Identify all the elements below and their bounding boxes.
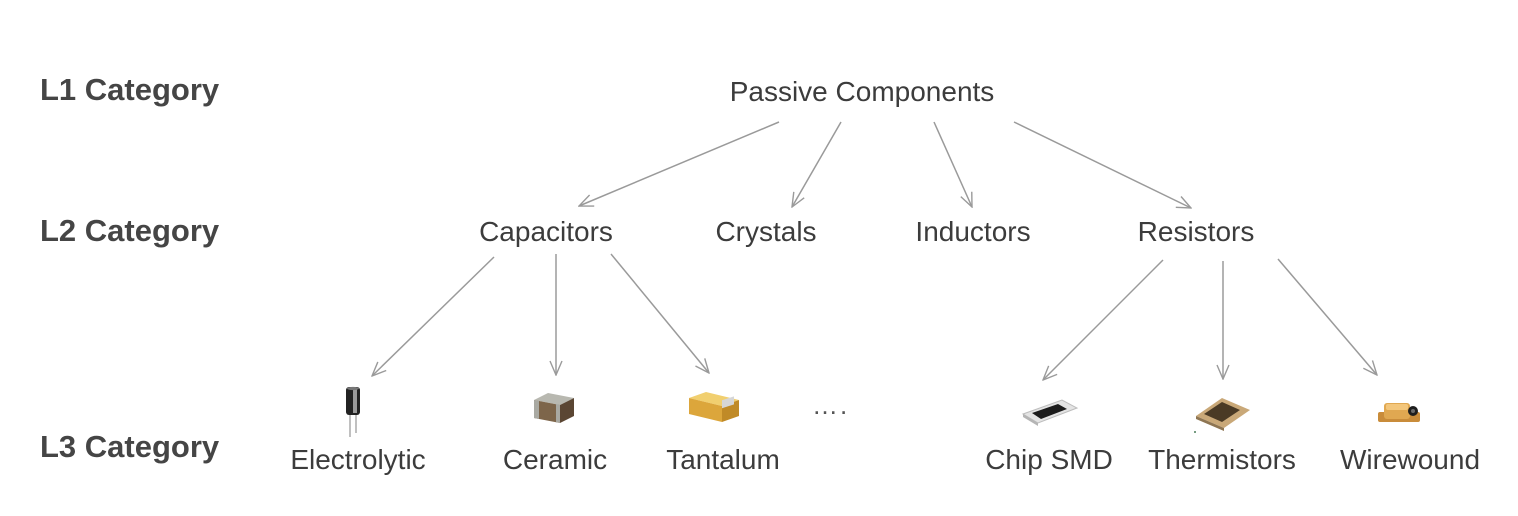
edge-resistors-wirewound	[1277, 258, 1377, 375]
edge-root-crystals	[792, 121, 842, 207]
level-label-l3: L3 Category	[40, 429, 220, 464]
node-ceramic: Ceramic	[502, 444, 608, 475]
node-resistors: Resistors	[1137, 216, 1255, 247]
level-label-l1: L1 Category	[40, 72, 220, 107]
thermistor-icon	[1194, 398, 1250, 433]
node-capacitors: Capacitors	[479, 216, 613, 247]
tantalum-capacitor-icon	[689, 392, 739, 422]
edge-capacitors-tantalum	[610, 253, 709, 373]
ceramic-capacitor-icon	[534, 393, 574, 423]
edge-root-resistors	[1013, 121, 1191, 208]
edge-root-capacitors	[579, 121, 780, 206]
chip-resistor-icon	[1021, 399, 1079, 426]
node-inductors: Inductors	[915, 216, 1031, 247]
edge-resistors-chip-smd	[1043, 259, 1164, 380]
edge-capacitors-electrolytic	[372, 256, 495, 376]
wirewound-resistor-icon	[1378, 403, 1420, 422]
node-thermistors: Thermistors	[1148, 444, 1296, 475]
level-label-l2: L2 Category	[40, 213, 220, 248]
node-wirewound: Wirewound	[1339, 444, 1481, 475]
edge-root-inductors	[933, 121, 972, 207]
node-tantalum: Tantalum	[666, 444, 780, 475]
more-items-ellipsis: ….	[812, 390, 850, 420]
node-electrolytic: Electrolytic	[290, 444, 426, 475]
node-crystals: Crystals	[715, 216, 817, 247]
node-passive-components: Passive Components	[729, 76, 995, 107]
electrolytic-capacitor-icon	[346, 386, 360, 437]
node-chip-smd: Chip SMD	[985, 444, 1113, 475]
